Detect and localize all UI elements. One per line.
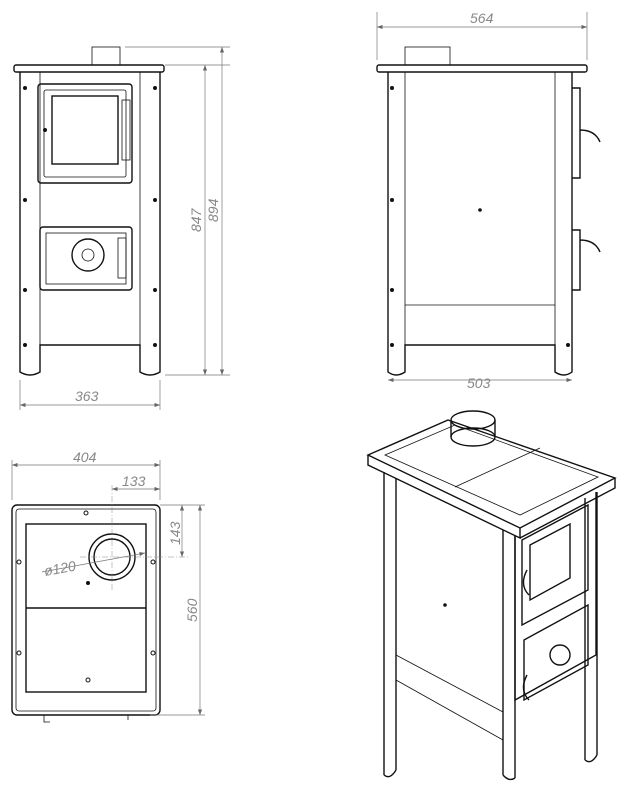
dim-top-depth: 564 (470, 10, 494, 26)
dim-width: 363 (75, 388, 99, 404)
isometric-view (366, 410, 617, 781)
iso-flue (450, 410, 496, 430)
iso-fire-door (521, 503, 589, 627)
top-view: ø120 404 133 143 560 (11, 449, 205, 723)
ash-door (39, 226, 133, 291)
iso-left-leg (383, 472, 397, 778)
side-view: 564 503 (376, 10, 601, 391)
door-handles (572, 87, 601, 291)
dim-flue-diameter: ø120 (43, 558, 77, 579)
door-handle (121, 99, 131, 161)
flue-pipe (404, 46, 451, 66)
body-outline (387, 72, 573, 376)
dim-flue-offset-y: 143 (167, 521, 183, 545)
dim-top-depth: 560 (184, 598, 200, 622)
top-plate-outline (11, 504, 161, 716)
feet (43, 715, 129, 723)
dim-body-height: 847 (188, 207, 204, 232)
dim-total-height: 894 (205, 198, 221, 222)
dim-flue-offset-x: 133 (122, 473, 146, 489)
dim-top-width: 404 (73, 449, 97, 465)
body-outline (19, 72, 161, 376)
iso-top-plate (366, 419, 617, 529)
top-plate (376, 64, 588, 73)
fire-door (37, 83, 133, 184)
front-view: 363 847 894 (13, 46, 230, 410)
flue-pipe (91, 46, 121, 66)
top-plate (13, 64, 165, 73)
air-rosette (71, 238, 105, 272)
door-window (51, 95, 119, 165)
dim-body-depth: 503 (467, 375, 491, 391)
iso-ash-door (523, 603, 589, 702)
